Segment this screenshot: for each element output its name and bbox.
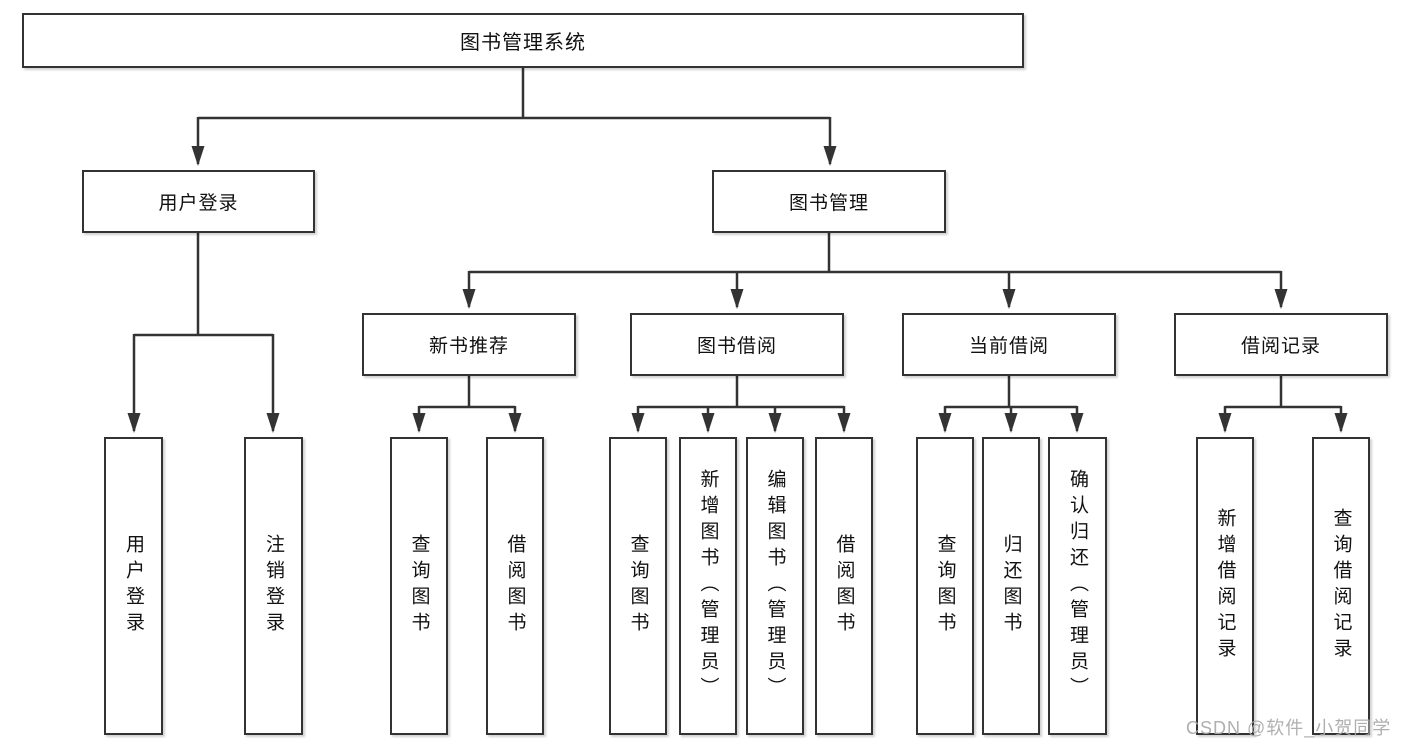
connector-record-to-leaves [1218,376,1348,433]
leaf-query-book-newbook-label: 查询图书 [408,534,430,638]
leaf-query-book-current: 查询图书 [916,437,974,735]
node-book-management-label: 图书管理 [788,193,869,214]
node-current-borrow-label: 当前借阅 [968,336,1049,357]
node-user-login: 用户登录 [82,170,315,233]
leaf-query-borrow-record: 查询借阅记录 [1312,437,1370,735]
connector-newbook-to-leaves [412,376,522,433]
leaf-query-book-current-label: 查询图书 [934,534,956,638]
leaf-user-login: 用户登录 [104,437,163,735]
leaf-edit-book-admin: 编辑图书（管理员） [746,437,804,735]
leaf-borrow-book-newbook-label: 借阅图书 [504,534,526,638]
node-user-login-label: 用户登录 [158,193,239,214]
node-book-borrow-label: 图书借阅 [696,336,777,357]
leaf-query-book-borrow-label: 查询图书 [627,534,649,638]
leaf-return-book: 归还图书 [982,437,1040,735]
node-book-management: 图书管理 [712,170,946,233]
leaf-borrow-book: 借阅图书 [815,437,873,735]
connector-root-to-level2 [191,68,837,166]
node-book-borrow: 图书借阅 [630,313,844,376]
leaf-logout: 注销登录 [244,437,303,735]
leaf-add-borrow-record-label: 新增借阅记录 [1214,508,1236,664]
node-new-book-recommend-label: 新书推荐 [428,336,509,357]
leaf-query-book-borrow: 查询图书 [609,437,667,735]
leaf-query-book-newbook: 查询图书 [390,437,448,735]
node-root: 图书管理系统 [22,13,1024,68]
csdn-watermark: CSDN @软件_小贺同学 [1186,718,1392,738]
node-new-book-recommend: 新书推荐 [362,313,576,376]
leaf-add-borrow-record: 新增借阅记录 [1196,437,1254,735]
leaf-query-borrow-record-label: 查询借阅记录 [1330,508,1352,664]
leaf-add-book-admin-label: 新增图书（管理员） [697,469,719,703]
node-borrow-record-label: 借阅记录 [1240,336,1321,357]
leaf-confirm-return-admin: 确认归还（管理员） [1048,437,1107,735]
connector-current-to-leaves [938,376,1084,433]
leaf-return-book-label: 归还图书 [1000,534,1022,638]
node-current-borrow: 当前借阅 [902,313,1116,376]
leaf-logout-label: 注销登录 [263,534,284,638]
leaf-add-book-admin: 新增图书（管理员） [679,437,737,735]
leaf-edit-book-admin-label: 编辑图书（管理员） [764,469,786,703]
connector-bookmgmt-to-level3 [462,233,1288,309]
node-root-label: 图书管理系统 [460,32,586,54]
leaf-borrow-book-label: 借阅图书 [833,534,855,638]
leaf-confirm-return-admin-label: 确认归还（管理员） [1067,469,1088,703]
connector-userlogin-to-leaves [127,233,280,433]
connector-borrow-to-leaves [631,376,851,433]
leaf-user-login-label: 用户登录 [123,534,144,638]
leaf-borrow-book-newbook: 借阅图书 [486,437,544,735]
node-borrow-record: 借阅记录 [1174,313,1388,376]
